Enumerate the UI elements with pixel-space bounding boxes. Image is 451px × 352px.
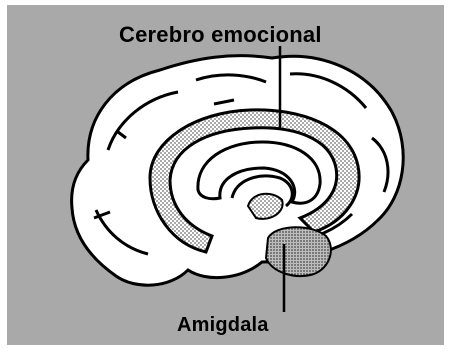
limbic-region	[148, 108, 361, 254]
label-emotional-brain: Cerebro emocional	[119, 22, 322, 47]
thalamus	[246, 192, 284, 220]
fornix	[230, 174, 294, 208]
gyrus-line	[106, 90, 179, 151]
gyrus-line	[195, 73, 267, 84]
gyrus-line	[117, 130, 127, 140]
gyrus-line	[289, 72, 368, 109]
gyrus-line	[371, 136, 390, 193]
amygdala-region	[264, 226, 332, 277]
gyrus-line	[213, 98, 235, 106]
corpus-callosum	[196, 140, 322, 205]
label-amygdala: Amigdala	[177, 314, 269, 336]
gyrus-line	[93, 210, 111, 220]
